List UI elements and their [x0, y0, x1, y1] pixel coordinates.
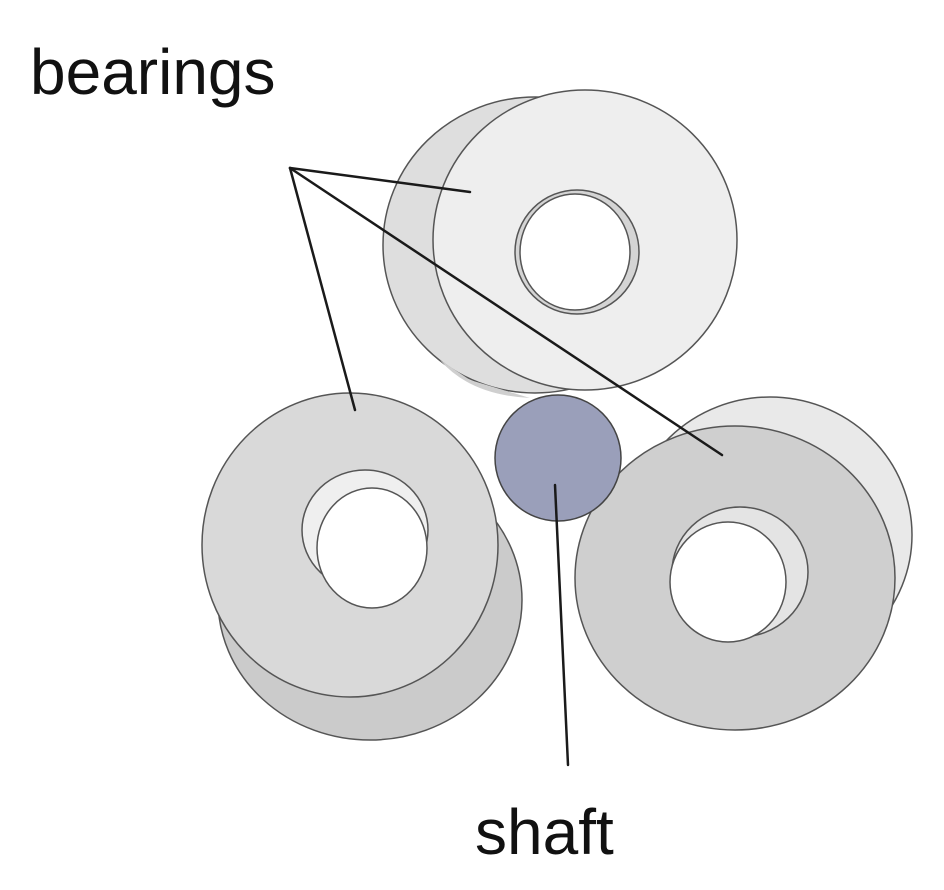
- bearing-right: [574, 396, 913, 731]
- leader-bearings-right: [288, 166, 724, 457]
- bearing-right-bore: [669, 521, 787, 643]
- bearing-top: [382, 89, 738, 398]
- leader-shaft: [553, 483, 570, 767]
- shaft-circle: [494, 394, 622, 522]
- shaft-label: shaft: [475, 796, 614, 868]
- bearings-label: bearings: [30, 36, 276, 108]
- leader-bearings-top: [288, 166, 472, 194]
- bearing-top-bore: [519, 193, 631, 311]
- leader-bearings-left: [288, 166, 357, 412]
- leader-lines: [288, 166, 724, 767]
- bearing-left-bore: [316, 487, 428, 609]
- bearing-left: [201, 392, 523, 741]
